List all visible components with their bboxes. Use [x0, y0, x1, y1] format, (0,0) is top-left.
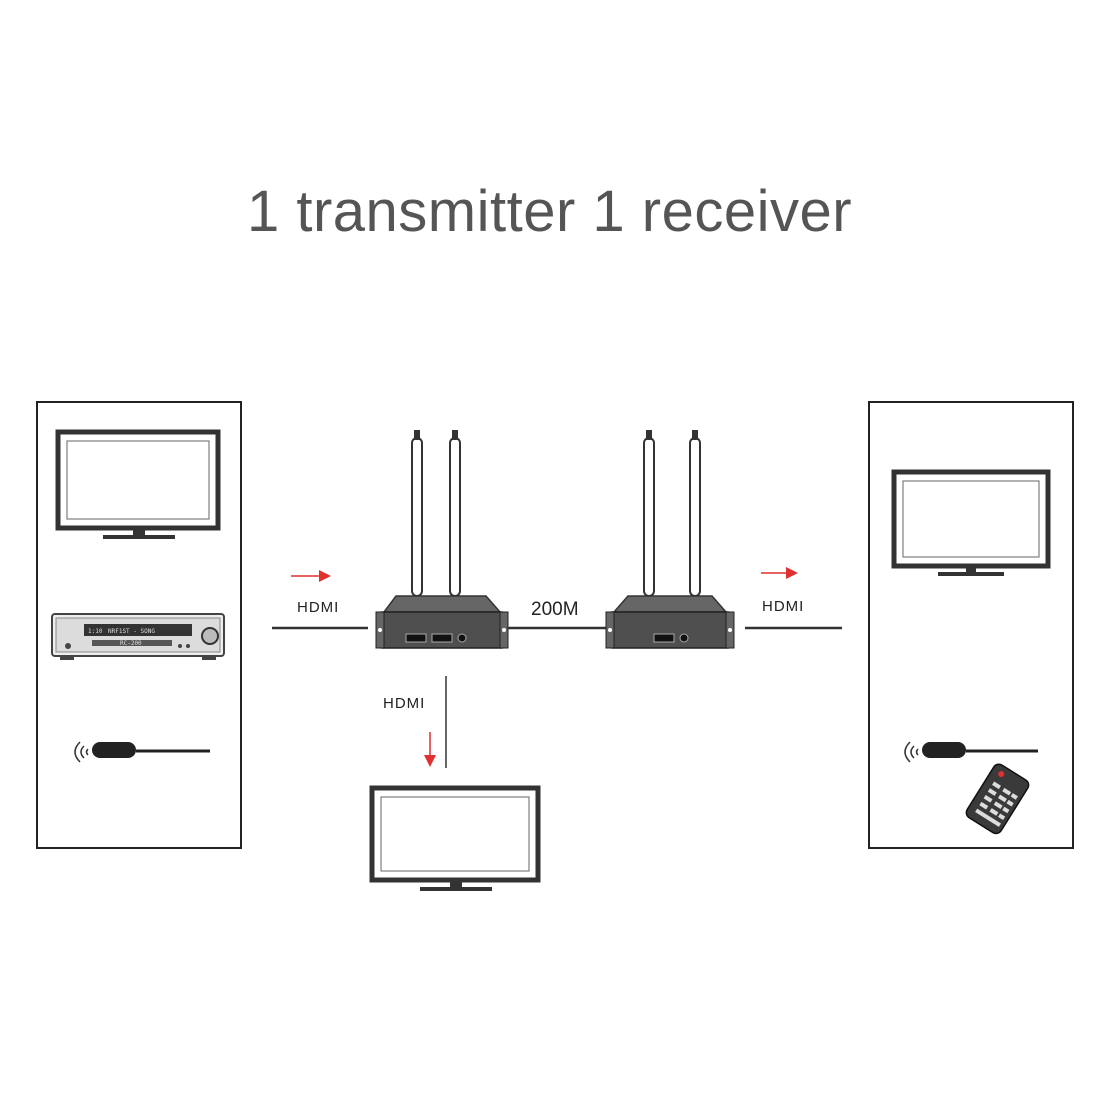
- receiver-icon: [605, 430, 735, 649]
- hdmi-loop-label: HDMI: [383, 695, 425, 712]
- remote-control-icon: [965, 763, 1030, 835]
- distance-label: 200M: [531, 599, 579, 620]
- local-tv-icon: [369, 785, 541, 891]
- display-tv-icon: [891, 469, 1051, 576]
- hdmi-output-label: HDMI: [762, 598, 804, 615]
- display-panel: [868, 401, 1074, 849]
- transmitter-icon: [375, 430, 509, 649]
- hdmi-input-label: HDMI: [297, 599, 339, 616]
- av-receiver-icon: 1:10 NRF1ST - SONG RC-200: [51, 613, 225, 660]
- receiver-display-line1: 1:10: [88, 628, 103, 635]
- display-ir-extender-icon: [904, 741, 1038, 763]
- source-ir-extender-icon: [74, 741, 210, 763]
- source-tv-icon: [55, 429, 221, 539]
- source-panel: [36, 401, 242, 849]
- diagram-title: 1 transmitter 1 receiver: [246, 179, 853, 244]
- receiver-display-line3: RC-200: [120, 640, 142, 647]
- receiver-display-line2: NRF1ST - SONG: [108, 628, 155, 635]
